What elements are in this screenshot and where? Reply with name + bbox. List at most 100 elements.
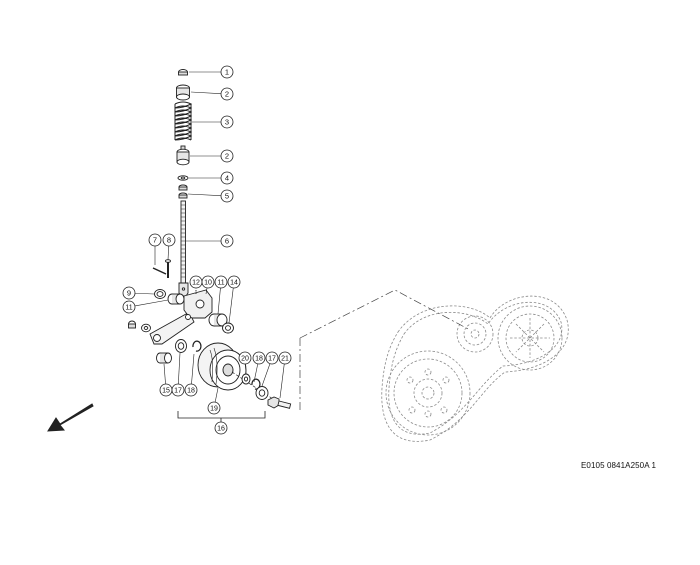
callout-number: 11: [125, 305, 132, 312]
callout-leaders: [134, 71, 285, 403]
callout-number: 1: [225, 68, 229, 77]
callout-number: 6: [225, 237, 229, 246]
callout-number: 9: [127, 289, 131, 298]
part-arm-nut-washer: [128, 320, 151, 333]
callout-balloon: 18: [252, 351, 266, 365]
part-spring-3: [174, 101, 193, 141]
callout-circle: [220, 189, 234, 203]
callout-leader-line: [191, 353, 195, 385]
callout-circle: [207, 401, 221, 415]
callout-leader-line: [190, 91, 222, 94]
part-cap-2-top: [176, 84, 190, 101]
callout-leader-line: [245, 363, 247, 375]
part-bushing-11-right: [208, 313, 228, 327]
callout-number: 2: [225, 152, 229, 161]
callout-balloon: 3: [220, 115, 234, 129]
callout-leader-line: [205, 287, 208, 295]
callout-circle: [184, 383, 198, 397]
callout-number: 12: [192, 280, 200, 287]
part-spacer-20: [241, 373, 251, 385]
callout-circle: [220, 65, 234, 79]
callout-balloon: 9: [122, 286, 136, 300]
callout-balloon: 21: [278, 351, 292, 365]
callout-circle: [220, 149, 234, 163]
callout-leader-line: [228, 287, 234, 324]
callout-number: 17: [268, 356, 276, 363]
callout-leader-line: [163, 363, 166, 385]
part-bearing-17-left: [175, 339, 187, 353]
callout-number: 11: [217, 280, 224, 287]
callout-leader-line: [178, 352, 181, 385]
callout-number: 21: [281, 356, 289, 363]
callout-circle: [122, 300, 136, 314]
part-bushing-14: [222, 322, 234, 334]
callout-number: 16: [217, 426, 225, 433]
callout-circle: [278, 351, 292, 365]
callout-number: 4: [225, 174, 229, 183]
callout-balloon: 2: [220, 87, 234, 101]
callout-balloon: 20: [238, 351, 252, 365]
callout-balloon: 11: [122, 300, 136, 314]
drive-belt: [381, 295, 569, 442]
callout-circle: [214, 421, 228, 435]
callout-leader-line: [217, 287, 221, 315]
direction-arrow: [47, 403, 94, 432]
right-pulley: [497, 305, 563, 371]
callout-number: 7: [153, 236, 157, 245]
callout-circle: [162, 233, 176, 247]
callout-balloon: 19: [207, 401, 221, 415]
arm-assembly: [128, 284, 234, 345]
callout-balloon: 5: [220, 189, 234, 203]
callout-leader-line: [214, 387, 219, 403]
callout-circle: [265, 351, 279, 365]
callout-number: 5: [225, 192, 229, 201]
callout-balloon: 2: [220, 149, 234, 163]
callout-balloon: 17: [171, 383, 185, 397]
callout-balloon: 6: [220, 234, 234, 248]
callout-circle: [227, 275, 241, 289]
callout-leader-line: [134, 292, 155, 295]
callout-circle: [171, 383, 185, 397]
group-bracket-16: [177, 411, 266, 419]
tensioner-column: [152, 69, 193, 297]
callout-balloon: 16: [214, 421, 228, 435]
callout-number: 2: [225, 90, 229, 99]
part-swing-arm: [149, 313, 195, 345]
part-bearing-17-right: [255, 386, 269, 400]
callout-number: 15: [162, 388, 170, 395]
callout-number: 10: [204, 280, 212, 287]
callout-balloon: 4: [220, 171, 234, 185]
belt-drive-assembly: [381, 295, 569, 442]
part-circlip-18-left: [192, 340, 202, 352]
idler-pulley-group: [156, 339, 292, 409]
callout-leader-line: [261, 363, 271, 387]
callout-balloon: 18: [184, 383, 198, 397]
callout-number: 3: [225, 118, 229, 127]
callout-balloon: 8: [162, 233, 176, 247]
part-pins-7-8: [152, 259, 171, 278]
callout-balloon: 17: [265, 351, 279, 365]
callout-balloon: 10: [201, 275, 215, 289]
callout-number: 14: [230, 280, 238, 287]
part-spacer-15: [156, 352, 172, 364]
callout-balloon: 15: [159, 383, 173, 397]
callout-circle: [148, 233, 162, 247]
callout-circle: [122, 286, 136, 300]
part-bolt-21: [267, 396, 292, 409]
callout-circle: [220, 115, 234, 129]
callout-leader-line: [167, 245, 170, 261]
part-bushing-11-left: [167, 293, 185, 305]
part-threaded-rod-6: [178, 200, 189, 297]
callout-number: 18: [255, 356, 263, 363]
drawing-reference-code: E0105 0841A250A 1: [581, 461, 657, 470]
callout-circle: [252, 351, 266, 365]
callout-balloon: 12: [189, 275, 203, 289]
callout-number: 19: [210, 406, 218, 413]
callout-balloon: 14: [227, 275, 241, 289]
callout-leader-line: [187, 193, 222, 196]
callout-balloon: 1: [220, 65, 234, 79]
callout-circle: [214, 275, 228, 289]
